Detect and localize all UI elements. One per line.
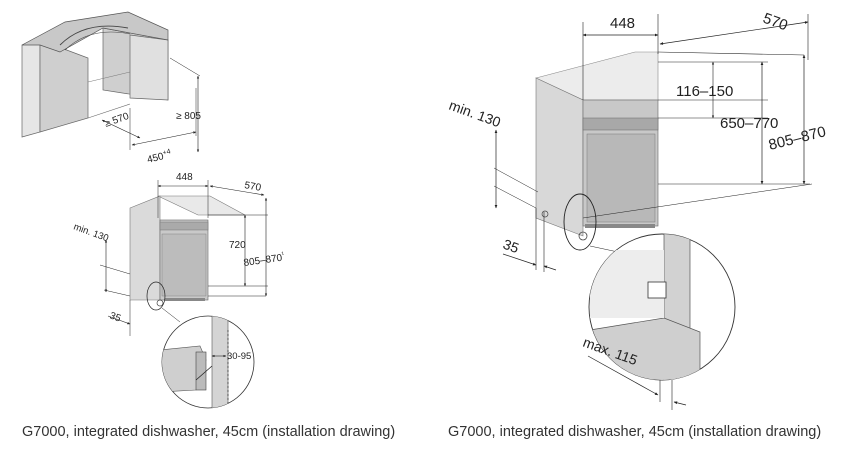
appliance-total-height-label: 805–870¹ — [243, 251, 286, 269]
large-front-height-label: 650–770 — [720, 115, 778, 132]
left-figure-caption: G7000, integrated dishwasher, 45cm (inst… — [22, 424, 396, 440]
appliance-width-label: 448 — [176, 172, 193, 183]
door-gap-label: 30-95 — [227, 351, 251, 362]
cabinet-height-label: ≥ 805 — [176, 111, 201, 122]
large-width-label: 448 — [610, 15, 635, 32]
large-top-gap-label: 116–150 — [676, 83, 733, 100]
appliance-body-height-label: 720 — [229, 240, 246, 251]
appliance-small-drawing: 448 570 720 805–870¹ min. 130 35 — [72, 172, 286, 336]
detail-circle-large: max. 115 — [581, 233, 736, 410]
detail-circle-small: 30-95 — [161, 315, 255, 409]
cabinet-width-label: 450+4 — [146, 148, 173, 166]
large-min-clearance-label: min. 130 — [447, 97, 503, 130]
appliance-large-drawing: 448 570 116–150 650–770 805–870 min. 130… — [447, 10, 828, 272]
appliance-depth-label: 570 — [243, 180, 262, 194]
appliance-min-clearance-label: min. 130 — [72, 221, 110, 244]
large-plinth-depth-label: 35 — [501, 236, 521, 256]
cabinet-niche-drawing: ≥ 570 ≥ 805 450+4 — [21, 11, 201, 166]
appliance-plinth-depth-label: 35 — [108, 310, 123, 324]
right-figure-caption: G7000, integrated dishwasher, 45cm (inst… — [448, 424, 822, 440]
